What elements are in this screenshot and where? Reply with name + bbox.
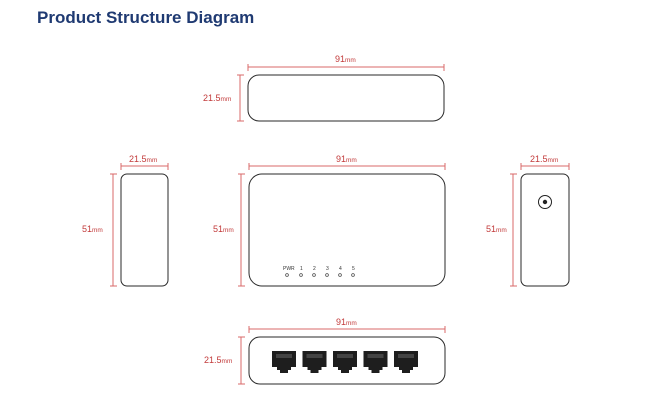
top-view: 91mm 21.5mm <box>203 54 445 122</box>
back-height-dimension: 21.5mm <box>204 336 245 385</box>
led-5-indicator <box>351 273 355 277</box>
left-height-label: 51mm <box>82 224 103 234</box>
led-1-indicator <box>299 273 303 277</box>
right-width-dimension: 21.5mm <box>520 154 570 170</box>
front-view-body <box>248 173 446 287</box>
left-height-dimension: 51mm <box>82 173 117 287</box>
back-view: 91mm 21.5mm <box>204 317 446 385</box>
front-view: 91mm 51mm PWR 1 2 3 4 5 <box>213 154 446 287</box>
led-3-indicator <box>325 273 329 277</box>
front-width-dimension: 91mm <box>248 154 446 170</box>
led-4-indicator <box>338 273 342 277</box>
led-label-5: 5 <box>352 266 355 272</box>
led-label-2: 2 <box>313 266 316 272</box>
rj45-port-icon <box>272 351 296 373</box>
top-height-label: 21.5mm <box>203 93 231 103</box>
back-height-label: 21.5mm <box>204 355 232 365</box>
led-2-indicator <box>312 273 316 277</box>
led-label-4: 4 <box>339 266 342 272</box>
page-title: Product Structure Diagram <box>37 8 255 27</box>
led-label-1: 1 <box>300 266 303 272</box>
left-width-label: 21.5mm <box>129 154 157 164</box>
rj45-port-icon <box>394 351 418 373</box>
left-width-dimension: 21.5mm <box>120 154 169 170</box>
right-side-body <box>520 173 570 287</box>
top-width-dimension: 91mm <box>247 54 445 71</box>
right-height-dimension: 51mm <box>486 173 517 287</box>
back-width-dimension: 91mm <box>248 317 446 333</box>
front-height-label: 51mm <box>213 224 234 234</box>
top-height-dimension: 21.5mm <box>203 74 244 122</box>
back-width-label: 91mm <box>336 317 357 327</box>
power-jack-icon <box>538 195 552 209</box>
rj45-ports <box>272 351 418 373</box>
led-label-3: 3 <box>326 266 329 272</box>
led-label-pwr: PWR <box>283 266 295 272</box>
right-side-view: 21.5mm 51mm <box>486 154 570 287</box>
rj45-port-icon <box>333 351 357 373</box>
rj45-port-icon <box>363 351 388 373</box>
right-width-label: 21.5mm <box>530 154 558 164</box>
top-width-label: 91mm <box>335 54 356 64</box>
left-side-body <box>120 173 169 287</box>
front-width-label: 91mm <box>336 154 357 164</box>
led-panel: PWR 1 2 3 4 5 <box>283 266 355 277</box>
rj45-port-icon <box>302 351 327 373</box>
led-pwr-indicator <box>285 273 289 277</box>
right-height-label: 51mm <box>486 224 507 234</box>
left-side-view: 21.5mm 51mm <box>82 154 169 287</box>
front-height-dimension: 51mm <box>213 173 245 287</box>
top-view-body <box>247 74 445 122</box>
